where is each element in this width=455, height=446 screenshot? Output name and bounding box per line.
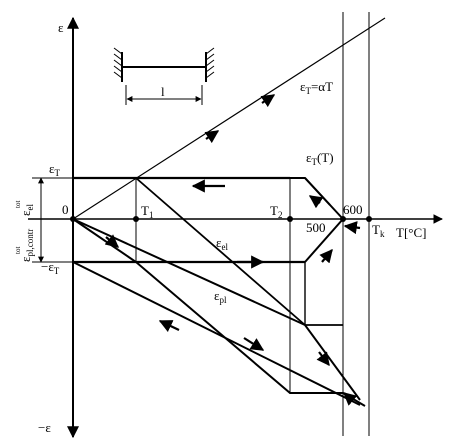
tk-curve [304, 177, 331, 206]
eps-pl-label: εpl [214, 288, 227, 305]
arrow-11 [343, 392, 358, 406]
neg-epsilon-axis-label: −ε [38, 420, 51, 435]
left-el-rotated: εel tot [14, 201, 35, 216]
left-pl-label: εpl,contr [18, 229, 35, 262]
t1-label: T1 [141, 203, 153, 220]
arrow-6 [158, 320, 180, 333]
tk-point [366, 216, 372, 222]
elastic-line [135, 177, 343, 326]
reference-verticals [135, 12, 370, 436]
val-500-label: 500 [306, 220, 326, 235]
eps-t-alpha-label: εT=αT [300, 79, 333, 96]
eps-t-pos-label: εT [49, 161, 60, 178]
left-pl-rotated: εpl,contr tot [14, 229, 35, 262]
arrow-7 [243, 337, 265, 351]
t2-label: T2 [270, 203, 282, 220]
temperature-axis-label: T[°C] [396, 225, 426, 240]
t500-point [340, 216, 346, 222]
epsilon-axis-label: ε [58, 20, 64, 35]
eps-t-neg-label: −εT [41, 259, 60, 276]
left-el-label: εel [18, 204, 35, 216]
points [70, 216, 372, 222]
unloading-line [72, 261, 361, 406]
arrow-12 [343, 221, 361, 235]
right-wall-hatch [205, 47, 215, 79]
beam-sketch [113, 47, 215, 105]
val-600-label: 600 [343, 202, 363, 217]
eps-t-func-label: εT(T) [306, 150, 334, 167]
direction-arrows [104, 94, 361, 406]
t2-point [287, 216, 293, 222]
upper-return-path [290, 177, 344, 220]
arrow-8 [316, 351, 330, 367]
arrow-2 [260, 94, 276, 108]
thermal-strain-line [72, 17, 386, 220]
strain-curves [72, 17, 386, 407]
axes [28, 16, 443, 439]
eps-el-label: εel [216, 235, 228, 252]
left-dimension-bar [32, 177, 76, 263]
left-pl-sup: tot [14, 247, 22, 254]
left-el-sup: tot [14, 201, 22, 208]
heating-path [72, 218, 343, 394]
beam-length-label: l [161, 84, 165, 99]
arrow-4 [104, 234, 120, 248]
origin-label: 0 [62, 202, 69, 217]
tk-label: Tk [372, 222, 385, 239]
labels: ε −ε T[°C] 0 T1 T2 Tk 500 600 εT −εT εT=… [14, 20, 426, 435]
arrow-10 [308, 195, 324, 209]
arrow-1 [204, 130, 220, 144]
left-wall-hatch [113, 47, 123, 79]
lower-return-path [304, 218, 344, 263]
t1-point [133, 216, 139, 222]
arrow-9 [319, 248, 333, 264]
origin-point [70, 216, 76, 222]
